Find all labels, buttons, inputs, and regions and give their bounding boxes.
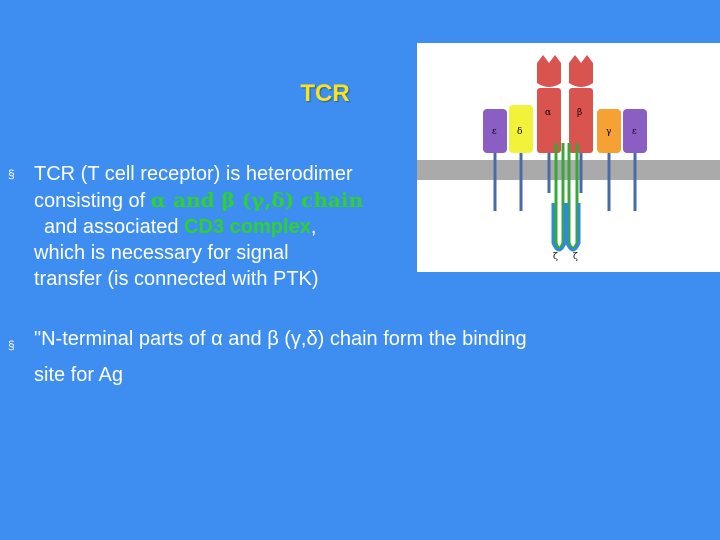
zeta-left-label: ζ [553, 252, 558, 262]
bullet-line: which is necessary for signal [34, 242, 289, 264]
cd3-epsilon-right [623, 109, 647, 153]
delta-label: δ [517, 127, 522, 137]
bullet-marker: § [8, 167, 15, 181]
cd3-delta [509, 105, 533, 153]
tcr-alpha-body [537, 88, 561, 153]
tcr-beta-head [569, 55, 593, 87]
tcr-diagram: ε δ α β γ ε [417, 43, 720, 272]
bullet-line-prefix: and associated [44, 216, 185, 238]
tcr-beta-body [569, 88, 593, 153]
slide-title: TCR [300, 80, 350, 107]
bullet-line: TCR (T cell receptor) is heterodimer [34, 163, 353, 185]
cd3-gamma [597, 109, 621, 153]
bullet-line: transfer (is connected with PTK) [34, 268, 319, 290]
cd3-epsilon-left [483, 109, 507, 153]
alpha-label: α [545, 108, 551, 118]
zeta-right-label: ζ [573, 252, 578, 262]
beta-label: β [577, 108, 582, 118]
bullet-line-prefix: consisting of [34, 190, 151, 212]
cd3-highlight: CD3 complex [184, 216, 311, 238]
bullet-line-suffix: , [310, 216, 317, 238]
bullet-marker: § [8, 338, 15, 352]
epsilon-left-label: ε [492, 127, 497, 137]
bullet-line: site for Ag [34, 364, 123, 386]
bullet-line: consisting of α and β (γ,δ) chain [34, 187, 418, 214]
bullet-line: and associated CD3 complex, [34, 214, 418, 240]
tcr-diagram-svg: ε δ α β γ ε [417, 55, 720, 262]
chain-highlight: α and β (γ,δ) chain [150, 188, 363, 212]
epsilon-right-label: ε [632, 127, 637, 137]
bullet-tcr-definition: § TCR (T cell receptor) is heterodimer c… [8, 161, 418, 292]
zeta-chain-right [567, 143, 579, 250]
tcr-alpha-head [537, 55, 561, 87]
bullet-n-terminal: § "N-terminal parts of α and β (γ,δ) cha… [8, 321, 708, 393]
bullet-line: "N-terminal parts of α and β (γ,δ) chain… [34, 328, 527, 350]
zeta-chain-right-tail [565, 203, 581, 252]
zeta-chain-left-tail [551, 203, 567, 252]
gamma-label: γ [606, 127, 611, 137]
zeta-chain-left [554, 143, 565, 250]
